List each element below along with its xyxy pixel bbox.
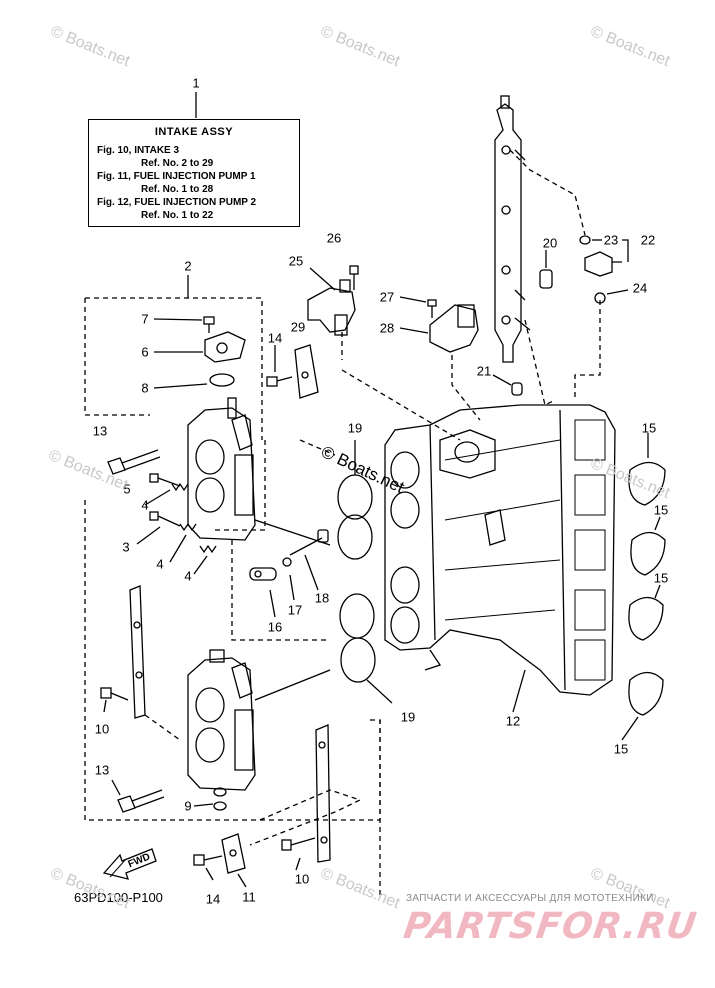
screw-7 (203, 316, 215, 333)
callout-3[interactable]: 3 (122, 539, 130, 555)
info-line-3: Fig. 11, FUEL INJECTION PUMP 1 (97, 171, 256, 182)
screw-3 (149, 511, 181, 527)
diagram-code: 63PD100-P100 (74, 890, 163, 905)
callout-1[interactable]: 1 (192, 75, 200, 91)
bracket-long (129, 585, 146, 719)
washer-9 (213, 787, 227, 811)
info-line-5: Fig. 12, FUEL INJECTION PUMP 2 (97, 197, 257, 208)
washer-24 (594, 292, 606, 304)
callout-14b[interactable]: 14 (205, 891, 221, 907)
spring-4a (171, 482, 189, 492)
bolt-10-left (100, 687, 129, 701)
callout-10a[interactable]: 10 (94, 721, 110, 737)
callout-12[interactable]: 12 (505, 713, 521, 729)
intake-assy-info-box: INTAKE ASSY Fig. 10, INTAKE 3 Ref. No. 2… (88, 119, 300, 227)
gasket-15d (628, 671, 664, 716)
callout-29[interactable]: 29 (290, 319, 306, 335)
promo-text: ЗАПЧАСТИ И АКСЕССУАРЫ ДЛЯ МОТОТЕХНИКИ (406, 893, 654, 904)
callout-15a[interactable]: 15 (641, 420, 657, 436)
callout-19b[interactable]: 19 (400, 709, 416, 725)
bolt-26 (349, 265, 359, 290)
gasket-19b (337, 514, 373, 560)
fuel-rail (494, 95, 531, 363)
injector-22 (584, 239, 629, 277)
sensor-27 (429, 304, 479, 353)
gasket-19d (340, 637, 376, 683)
callout-23[interactable]: 23 (603, 232, 619, 248)
washer-17 (282, 557, 292, 567)
gasket-15a (628, 461, 666, 506)
callout-4b[interactable]: 4 (156, 556, 164, 572)
callout-20[interactable]: 20 (542, 235, 558, 251)
callout-9[interactable]: 9 (184, 798, 192, 814)
callout-4c[interactable]: 4 (184, 568, 192, 584)
o-ring-8 (209, 373, 235, 387)
gasket-15b (630, 531, 666, 576)
callout-24[interactable]: 24 (632, 280, 648, 296)
callout-15b[interactable]: 15 (653, 502, 669, 518)
callout-27-alt[interactable]: 28 (379, 320, 395, 336)
bolt-10-right (281, 837, 316, 851)
callout-11[interactable]: 11 (242, 889, 256, 905)
callout-6[interactable]: 6 (141, 344, 149, 360)
spring-4c (199, 544, 217, 554)
info-box-title: INTAKE ASSY (154, 126, 234, 138)
callout-18[interactable]: 18 (314, 590, 330, 606)
callout-4a[interactable]: 4 (141, 497, 149, 513)
bracket-11 (221, 833, 246, 874)
callout-14a[interactable]: 14 (267, 330, 283, 346)
callout-27[interactable]: 27 (379, 289, 395, 305)
info-line-4: Ref. No. 1 to 28 (141, 184, 214, 195)
callout-10b[interactable]: 10 (294, 871, 310, 887)
throttle-body-lower (187, 649, 256, 791)
throttle-body-upper (187, 397, 256, 541)
callout-26[interactable]: 26 (326, 230, 342, 246)
fwd-arrow-icon: FWD (102, 848, 157, 880)
promo-logo[interactable]: PARTSFOR.RU (401, 906, 700, 947)
bracket-29 (294, 344, 319, 399)
screw-5 (149, 473, 181, 487)
bolt-13-lower (117, 789, 165, 813)
callout-13a[interactable]: 13 (92, 423, 108, 439)
part-21 (511, 382, 523, 396)
info-line-6: Ref. No. 1 to 22 (141, 210, 214, 221)
callout-15c[interactable]: 15 (653, 570, 669, 586)
callout-2[interactable]: 2 (184, 258, 192, 274)
callout-16[interactable]: 16 (267, 619, 283, 635)
callout-25[interactable]: 25 (288, 253, 304, 269)
callout-15d[interactable]: 15 (613, 741, 629, 757)
bracket-right-lower (315, 724, 331, 863)
callout-19a[interactable]: 19 (347, 420, 363, 436)
bolt-14-lower (193, 854, 223, 866)
gasket-19c (339, 593, 375, 639)
gasket-15c (628, 596, 664, 641)
info-line-1: Fig. 10, INTAKE 3 (97, 145, 180, 156)
group-outline-2 (84, 297, 263, 440)
part-20 (539, 250, 553, 289)
callout-13b[interactable]: 13 (94, 762, 110, 778)
sensor-25 (307, 279, 356, 336)
callout-7[interactable]: 7 (141, 311, 149, 327)
o-ring-23 (579, 235, 591, 245)
callout-17[interactable]: 17 (287, 602, 303, 618)
bolt-13-upper (107, 449, 161, 475)
link-16 (249, 567, 277, 581)
callout-22[interactable]: 22 (640, 232, 656, 248)
callout-21[interactable]: 21 (476, 363, 492, 379)
callout-5[interactable]: 5 (123, 481, 131, 497)
bolt-14-upper (266, 376, 293, 387)
spring-4b (179, 522, 197, 532)
callout-8[interactable]: 8 (141, 380, 149, 396)
sensor-6 (204, 331, 246, 363)
screw-28 (427, 299, 437, 318)
intake-manifold-12 (384, 404, 616, 696)
info-line-2: Ref. No. 2 to 29 (141, 158, 214, 169)
